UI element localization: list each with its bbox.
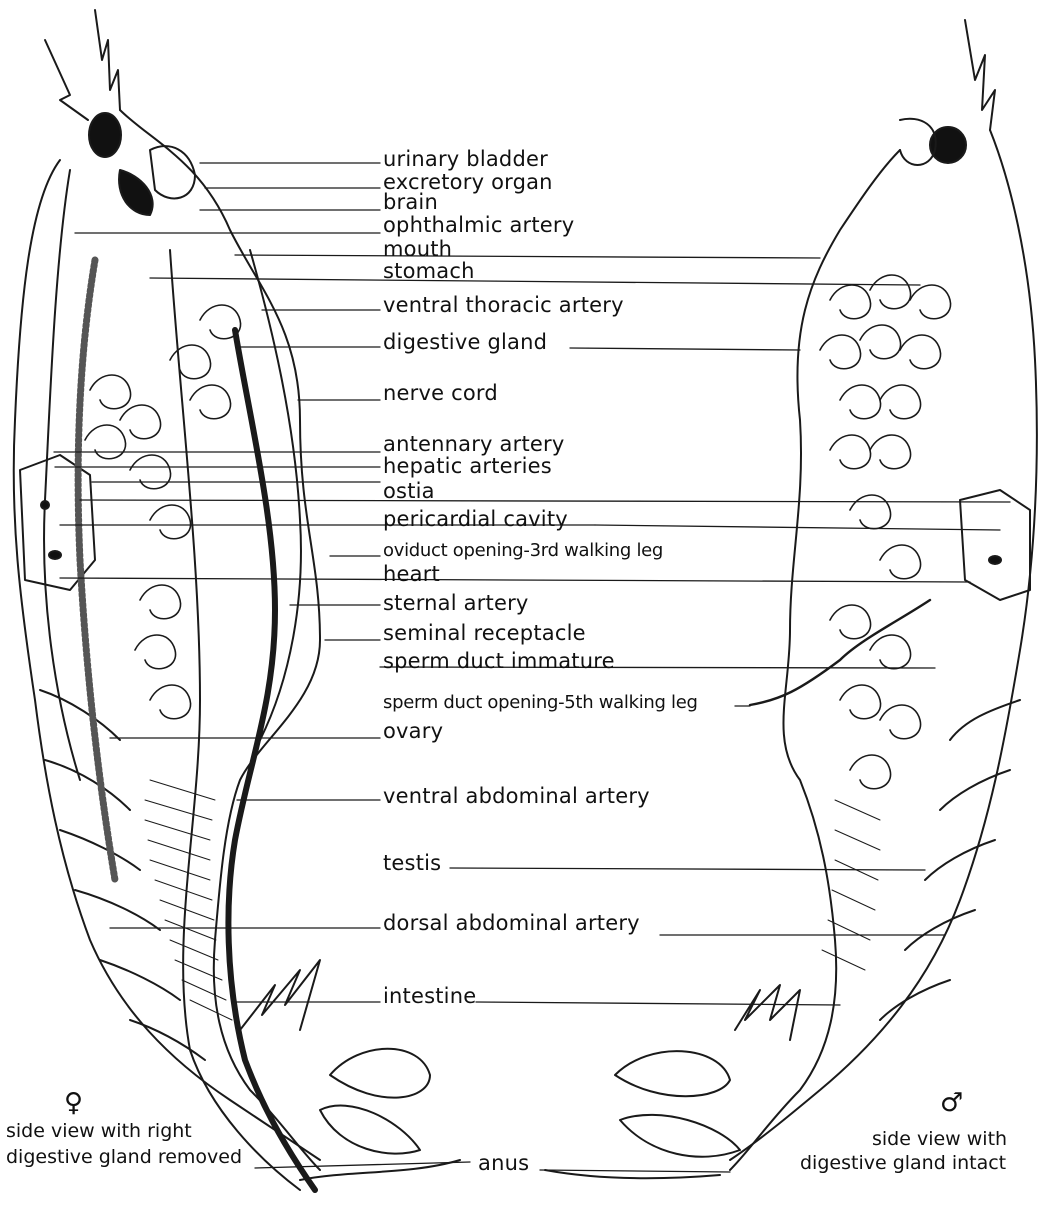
label-pericardial-cavity: pericardial cavity (383, 508, 568, 530)
female-caption-line1: side view with right (6, 1120, 192, 1142)
male-symbol-icon: ♂ (940, 1088, 963, 1118)
label-brain: brain (383, 191, 438, 213)
label-ventral-thoracic-artery: ventral thoracic artery (383, 294, 624, 316)
label-intestine: intestine (383, 985, 476, 1007)
label-oviduct-opening: oviduct opening-3rd walking leg (383, 540, 663, 562)
label-ventral-abdominal-artery: ventral abdominal artery (383, 785, 650, 807)
female-symbol-icon: ♀ (64, 1088, 83, 1118)
label-ovary: ovary (383, 720, 443, 742)
label-heart: heart (383, 563, 440, 585)
label-stomach: stomach (383, 260, 475, 282)
label-anus: anus (478, 1152, 529, 1174)
label-dorsal-abdominal-artery: dorsal abdominal artery (383, 912, 640, 934)
label-testis: testis (383, 852, 441, 874)
label-seminal-receptacle: seminal receptacle (383, 622, 586, 644)
male-caption-line1: side view with (872, 1128, 1007, 1150)
label-digestive-gland: digestive gland (383, 331, 547, 353)
label-sperm-duct-opening: sperm duct opening-5th walking leg (383, 692, 698, 714)
label-ostia: ostia (383, 480, 435, 502)
label-hepatic-arteries: hepatic arteries (383, 455, 552, 477)
label-nerve-cord: nerve cord (383, 382, 498, 404)
label-mouth: mouth (383, 238, 452, 260)
label-ophthalmic-artery: ophthalmic artery (383, 214, 574, 236)
label-sternal-artery: sternal artery (383, 592, 529, 614)
male-caption-line2: digestive gland intact (800, 1152, 1006, 1174)
label-urinary-bladder: urinary bladder (383, 148, 548, 170)
label-sperm-duct-immature: sperm duct immature (383, 650, 615, 672)
female-caption-line2: digestive gland removed (6, 1146, 242, 1168)
label-antennary-artery: antennary artery (383, 433, 564, 455)
